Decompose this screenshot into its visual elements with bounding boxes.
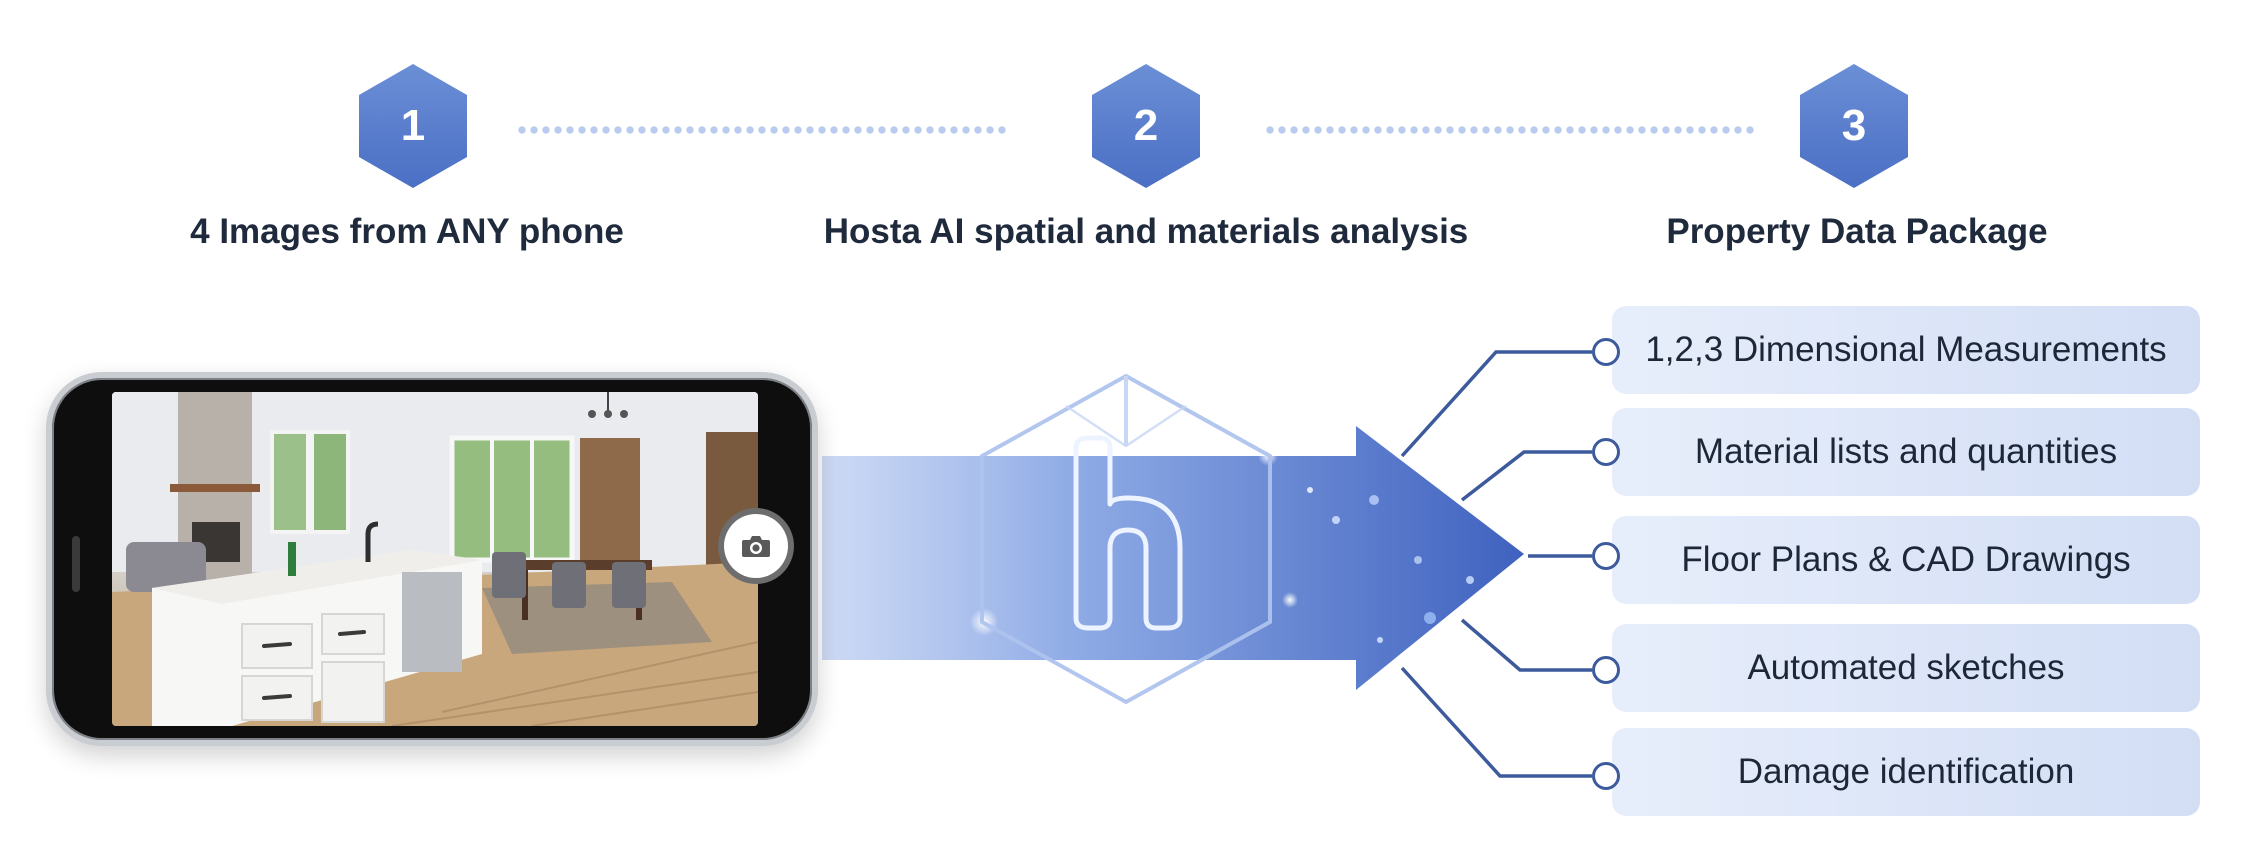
connector-knob-5 <box>1592 762 1620 790</box>
step-2-number: 2 <box>1133 101 1159 150</box>
sparkle <box>1414 556 1422 564</box>
step-3-number: 3 <box>1841 101 1867 150</box>
sparkle <box>1466 576 1474 584</box>
h-letter-icon <box>1073 435 1183 631</box>
output-item-measurements: 1,2,3 Dimensional Measurements <box>1612 306 2200 394</box>
connector-knob-2 <box>1592 438 1620 466</box>
connector-5 <box>1400 666 1592 778</box>
output-item-sketches: Automated sketches <box>1612 624 2200 712</box>
sparkle <box>1307 487 1313 493</box>
connector-2 <box>1460 450 1592 502</box>
sparkle <box>1377 637 1383 643</box>
step-3-label: Property Data Package <box>1666 212 2048 251</box>
camera-button[interactable] <box>724 514 788 578</box>
kitchen-illustration <box>112 392 758 726</box>
sparkle <box>1424 612 1436 624</box>
connector-knob-1 <box>1592 338 1620 366</box>
step-1-number: 1 <box>400 101 426 150</box>
phone-speaker <box>72 536 80 592</box>
phone-device <box>46 372 818 746</box>
sparkle <box>1332 516 1340 524</box>
camera-icon <box>742 536 770 557</box>
output-connectors <box>1400 350 1592 778</box>
output-item-materials: Material lists and quantities <box>1612 408 2200 496</box>
connector-4 <box>1460 618 1592 672</box>
connector-1 <box>1400 350 1592 458</box>
output-item-damage: Damage identification <box>1612 728 2200 816</box>
kitchen-photo <box>112 392 758 726</box>
connector-knob-4 <box>1592 656 1620 684</box>
hosta-hex-logo <box>980 373 1272 705</box>
sparkle <box>1369 495 1379 505</box>
step-1-label: 4 Images from ANY phone <box>190 212 624 251</box>
step-2-label: Hosta AI spatial and materials analysis <box>823 212 1469 251</box>
connector-knob-3 <box>1592 542 1620 570</box>
output-item-floor-plans: Floor Plans & CAD Drawings <box>1612 516 2200 604</box>
step-connector-1 <box>516 126 1008 134</box>
sparkle <box>1282 592 1298 608</box>
step-connector-2 <box>1264 126 1756 134</box>
